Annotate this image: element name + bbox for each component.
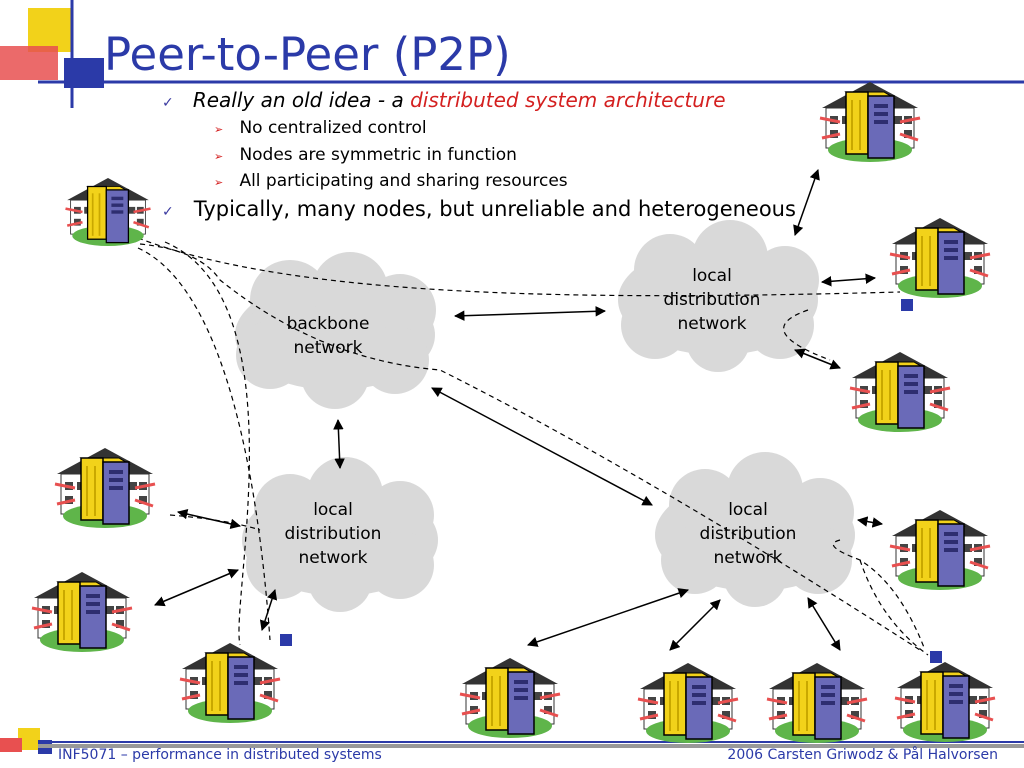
server-house-icon — [458, 656, 562, 740]
bullet-2-text: Typically, many nodes, but unreliable an… — [193, 197, 796, 221]
cloud-local-top-right — [618, 220, 819, 372]
server-house-icon — [888, 508, 992, 592]
subbullet-2: ➢ Nodes are symmetric in function — [214, 145, 517, 165]
cloud-label-line: distribution — [699, 524, 797, 544]
arrow-bullet-icon: ➢ — [214, 123, 224, 136]
arrow-bullet-icon: ➢ — [214, 150, 224, 163]
server-house-icon — [64, 176, 152, 248]
check-bullet-icon: ✓ — [162, 95, 174, 111]
server-house-icon — [636, 661, 740, 745]
server-house-icon — [888, 216, 992, 300]
subbullet-3: ➢ All participating and sharing resource… — [214, 171, 568, 191]
server-house-icon — [893, 660, 997, 744]
cloud-local-bottom-right — [655, 452, 855, 607]
cloud-label-line: network — [293, 338, 363, 358]
decor-footer-red — [0, 738, 22, 752]
decor-red-square — [0, 46, 58, 80]
bullet-1: ✓ Really an old idea - a distributed sys… — [162, 88, 726, 112]
cloud-local-bottom-left — [242, 457, 438, 612]
cloud-label-line: distribution — [284, 524, 382, 544]
cloud-label-local-bottom-right: local distribution network — [686, 498, 810, 570]
cloud-label-line: backbone — [286, 314, 370, 334]
node-marker — [930, 651, 942, 663]
subbullet-2-text: Nodes are symmetric in function — [239, 145, 517, 165]
decor-footer-yellow — [18, 728, 40, 750]
subbullet-1-text: No centralized control — [239, 118, 427, 138]
bullet-2: ✓ Typically, many nodes, but unreliable … — [162, 197, 796, 221]
server-house-icon — [818, 80, 922, 164]
cloud-label-line: local — [728, 500, 768, 520]
decor-yellow-square — [28, 8, 72, 52]
direct-links — [154, 169, 884, 651]
cloud-label-line: network — [298, 548, 368, 568]
arrow-bullet-icon: ➢ — [214, 176, 224, 189]
footer-authors: 2006 Carsten Griwodz & Pål Halvorsen — [727, 747, 998, 763]
node-marker — [901, 299, 913, 311]
slide-title: Peer-to-Peer (P2P) — [104, 28, 511, 81]
cloud-label-line: network — [677, 314, 747, 334]
footer-course: INF5071 – performance in distributed sys… — [58, 747, 382, 763]
server-house-icon — [30, 570, 134, 654]
cloud-label-line: local — [313, 500, 353, 520]
bullet-1-prefix: Really an old idea - a — [192, 88, 411, 112]
node-marker — [280, 634, 292, 646]
subbullet-1: ➢ No centralized control — [214, 118, 427, 138]
check-bullet-icon: ✓ — [162, 204, 174, 220]
server-house-icon — [53, 446, 157, 530]
server-house-icon — [848, 350, 952, 434]
cloud-backbone — [235, 252, 436, 409]
cloud-label-line: local — [692, 266, 732, 286]
subbullet-3-text: All participating and sharing resources — [239, 171, 568, 191]
server-house-icon — [178, 641, 282, 725]
bullet-1-highlight: distributed system architecture — [410, 88, 726, 112]
server-house-icon — [765, 661, 869, 745]
cloud-label-backbone: backbone network — [268, 312, 388, 360]
cloud-label-local-bottom-left: local distribution network — [271, 498, 395, 570]
cloud-label-line: distribution — [663, 290, 761, 310]
cloud-label-local-top-right: local distribution network — [650, 264, 774, 336]
cloud-label-line: network — [713, 548, 783, 568]
